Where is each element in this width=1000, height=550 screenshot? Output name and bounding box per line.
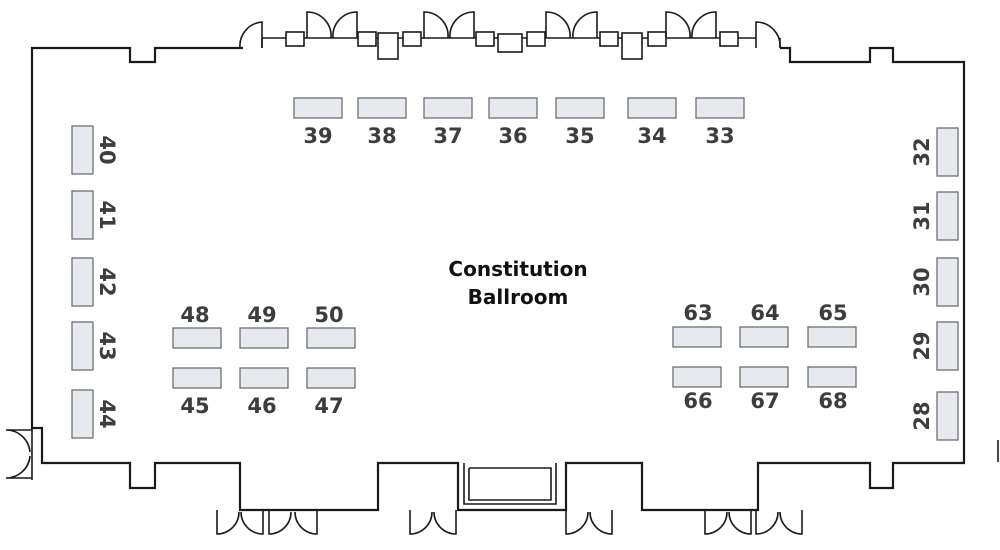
booth-table [936, 257, 959, 307]
booth-28: 28 [910, 391, 959, 441]
booth-table [936, 391, 959, 441]
booth-number: 30 [910, 267, 934, 296]
left-side-doors [5, 428, 33, 480]
booth-37: 37 [423, 97, 473, 148]
booth-number: 48 [180, 303, 209, 327]
booth-number: 28 [910, 401, 934, 430]
booth-number: 45 [180, 394, 209, 418]
booth-table [672, 366, 722, 388]
booth-number: 43 [95, 331, 119, 360]
booth-table [739, 326, 789, 348]
booth-table [306, 327, 356, 349]
booth-number: 44 [95, 399, 119, 428]
booth-41: 41 [71, 190, 119, 240]
booth-table [936, 127, 959, 177]
top-wall-columns [285, 31, 739, 60]
booth-table [71, 190, 94, 240]
booth-table [627, 97, 677, 119]
booth-30: 30 [910, 257, 959, 307]
booth-table [306, 367, 356, 389]
booth-number: 46 [247, 394, 276, 418]
booth-38: 38 [357, 97, 407, 148]
booth-number: 66 [683, 389, 712, 413]
booth-32: 32 [910, 127, 959, 177]
booth-table [672, 326, 722, 348]
booth-number: 41 [95, 200, 119, 229]
booth-63: 63 [672, 301, 722, 348]
booth-number: 33 [705, 124, 734, 148]
booth-table [807, 326, 857, 348]
booth-33: 33 [695, 97, 745, 148]
booth-42: 42 [71, 257, 119, 307]
booth-number: 37 [433, 124, 462, 148]
booth-number: 31 [910, 201, 934, 230]
booth-table [172, 327, 222, 349]
booth-table [239, 327, 289, 349]
booth-68: 68 [807, 366, 857, 413]
booth-number: 29 [910, 331, 934, 360]
booth-46: 46 [239, 367, 289, 418]
booth-50: 50 [306, 303, 356, 349]
booth-table [807, 366, 857, 388]
booth-table [555, 97, 605, 119]
booth-49: 49 [239, 303, 289, 349]
booth-table [71, 125, 94, 175]
booth-table [488, 97, 538, 119]
bottom-vestibule [463, 463, 557, 505]
booth-35: 35 [555, 97, 605, 148]
booth-number: 34 [637, 124, 666, 148]
booth-66: 66 [672, 366, 722, 413]
booth-number: 65 [818, 301, 847, 325]
booth-44: 44 [71, 389, 119, 439]
booth-table [172, 367, 222, 389]
booth-table [293, 97, 343, 119]
booth-36: 36 [488, 97, 538, 148]
booth-number: 39 [303, 124, 332, 148]
booth-table [71, 321, 94, 371]
booth-number: 36 [498, 124, 527, 148]
booth-table [695, 97, 745, 119]
booth-47: 47 [306, 367, 356, 418]
booth-39: 39 [293, 97, 343, 148]
booth-number: 49 [247, 303, 276, 327]
booth-table [71, 389, 94, 439]
booth-number: 32 [910, 137, 934, 166]
booth-table [936, 191, 959, 241]
booth-29: 29 [910, 321, 959, 371]
booth-45: 45 [172, 367, 222, 418]
booth-table [423, 97, 473, 119]
booth-table [739, 366, 789, 388]
booth-number: 67 [750, 389, 779, 413]
room-name-line2: Ballroom [468, 285, 569, 309]
booth-table [239, 367, 289, 389]
booth-65: 65 [807, 301, 857, 348]
booth-64: 64 [739, 301, 789, 348]
booth-40: 40 [71, 125, 119, 175]
top-doors [239, 11, 781, 49]
booth-31: 31 [910, 191, 959, 241]
booth-number: 40 [95, 135, 119, 164]
booth-number: 68 [818, 389, 847, 413]
booth-34: 34 [627, 97, 677, 148]
booth-table [357, 97, 407, 119]
booth-67: 67 [739, 366, 789, 413]
booth-number: 42 [95, 267, 119, 296]
booth-layer: 39 38 37 36 35 34 33 40 41 42 43 44 32 31 30 29 28 48 49 50… [71, 97, 959, 441]
booth-number: 63 [683, 301, 712, 325]
ballroom-outer-wall [30, 46, 966, 512]
room-name-line1: Constitution [448, 257, 587, 281]
booth-table [936, 321, 959, 371]
booth-43: 43 [71, 321, 119, 371]
booth-number: 50 [314, 303, 343, 327]
bottom-doors [216, 510, 803, 535]
booth-table [71, 257, 94, 307]
booth-number: 64 [750, 301, 779, 325]
booth-48: 48 [172, 303, 222, 349]
booth-number: 38 [367, 124, 396, 148]
booth-number: 35 [565, 124, 594, 148]
booth-number: 47 [314, 394, 343, 418]
